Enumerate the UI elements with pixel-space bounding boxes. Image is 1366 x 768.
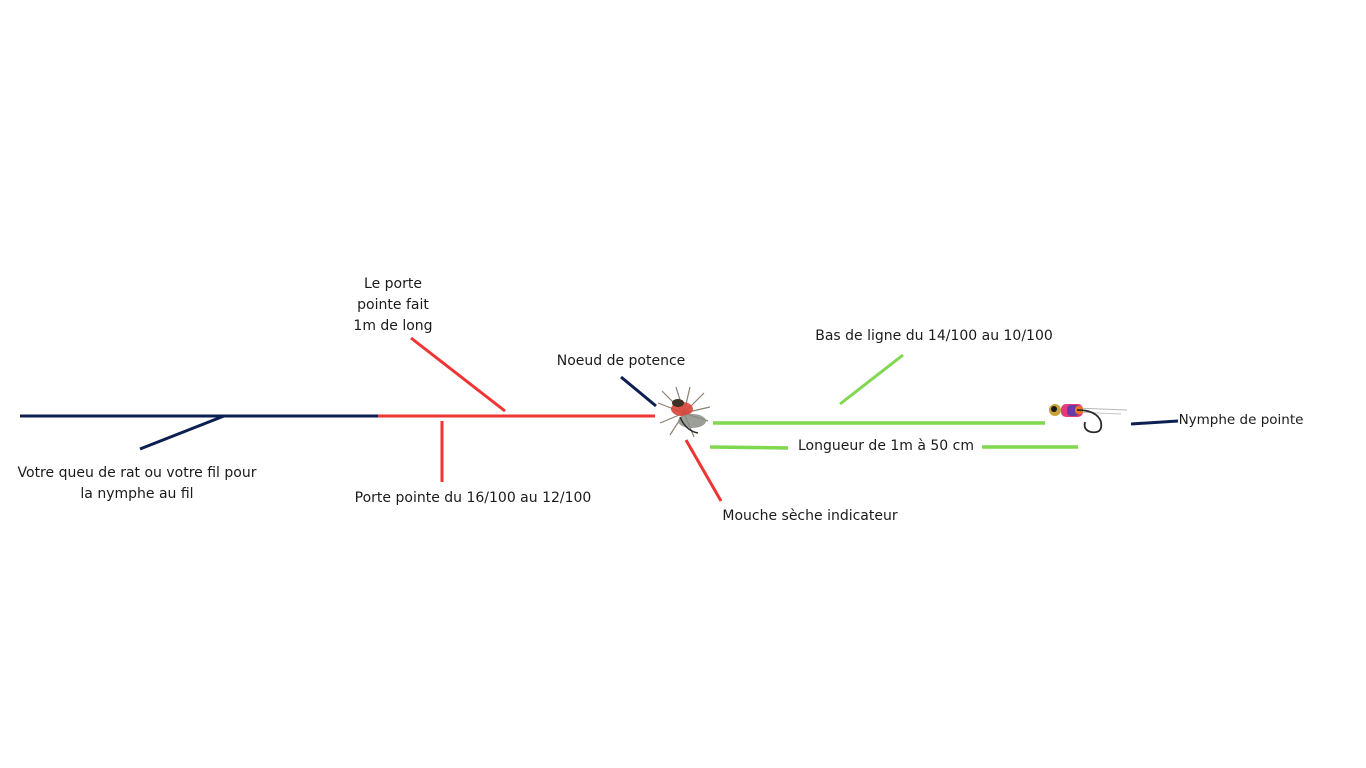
leader-diameter-label: Bas de ligne du 14/100 au 10/100 xyxy=(808,326,1060,347)
dry-fly-icon xyxy=(658,387,710,437)
dry-fly-pointer xyxy=(686,440,721,501)
knot-pointer xyxy=(621,377,656,406)
tippet-diameter-label: Porte pointe du 16/100 au 12/100 xyxy=(352,488,594,509)
knot-label: Noeud de potence xyxy=(551,351,691,372)
fly-line-label: Votre queu de rat ou votre fil pour la n… xyxy=(14,463,260,505)
tippet-length-label: Le porte pointe fait 1m de long xyxy=(338,274,448,337)
leader-diameter-pointer xyxy=(840,355,903,404)
fly-line-pointer xyxy=(140,416,224,449)
dry-fly-label: Mouche sèche indicateur xyxy=(716,506,904,527)
tippet-length-pointer xyxy=(411,338,505,411)
leader-length-label: Longueur de 1m à 50 cm xyxy=(792,436,980,457)
leader-length-left xyxy=(710,447,788,448)
nymph-icon xyxy=(1049,404,1127,432)
point-nymph-pointer xyxy=(1131,421,1178,424)
point-nymph-label: Nymphe de pointe xyxy=(1178,410,1304,431)
